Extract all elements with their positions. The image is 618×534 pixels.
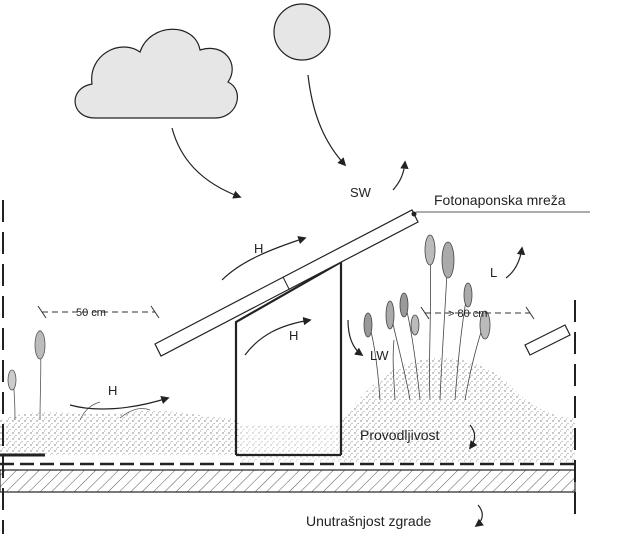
l-label: L [490,265,497,280]
roof-slab [0,469,576,493]
h-above-panel-label: H [254,241,263,256]
sun-shortwave-arrow [307,74,347,167]
h-above-panel-arrow [221,236,307,281]
lw-label: LW [370,348,389,363]
plant-icon [363,234,491,401]
green-roof-substrate [0,358,575,462]
interior-arrow [474,504,484,528]
pv-support-frame [234,260,343,457]
dim-right-label: > 80 cm [448,308,487,320]
cloud-longwave-arrow [171,127,242,199]
sw-reflect-arrow [392,160,409,191]
dimension-left [37,305,160,319]
dim-left-label: 50 cm [76,307,106,319]
pv-panel-next [524,324,571,356]
radiation-arrows [171,74,409,199]
h-under-panel-label: H [289,328,298,343]
heat-flux-arrows [69,236,526,528]
building-interior-label: Unutrašnjost zgrade [306,513,432,529]
h-left-arrow [69,396,170,410]
sw-label: SW [350,185,372,200]
h-left-label: H [108,383,117,398]
sun-icon [273,3,331,61]
l-arrow [505,246,526,279]
left-plants [7,329,151,421]
conductivity-arrow [468,424,478,450]
pv-panel [154,209,419,357]
pv-panel-label: Fotonaponska mreža [434,192,566,208]
dimension-right [420,306,535,320]
conductivity-label: Provodljivost [360,427,439,443]
lw-arrow [347,319,364,356]
h-under-panel-arrow [244,316,312,356]
cloud-icon [74,28,238,119]
